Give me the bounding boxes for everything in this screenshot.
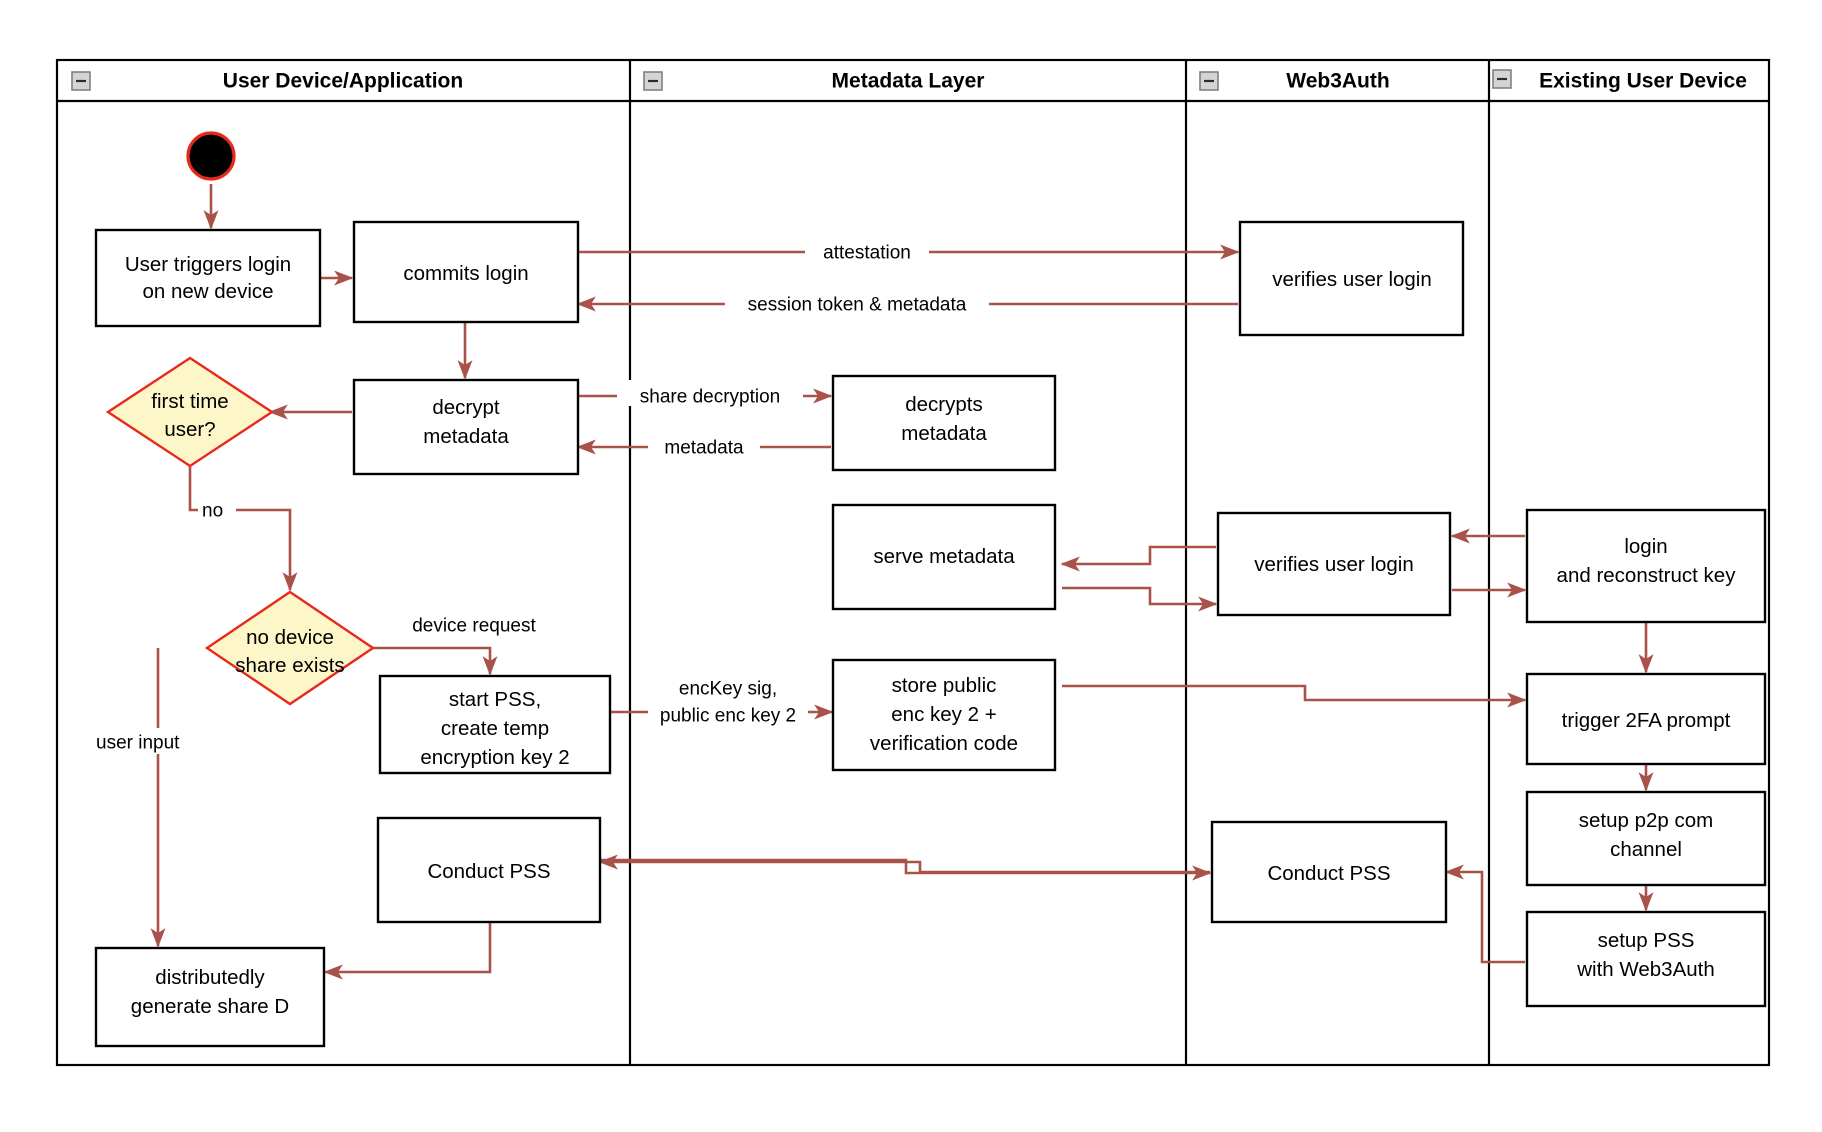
- activity-label-line: channel: [1610, 838, 1682, 861]
- minimize-icon[interactable]: [643, 71, 663, 91]
- activity-start-pss[interactable]: start PSS, create temp encryption key 2: [378, 674, 612, 775]
- activity-label-line: verifies user login: [1272, 268, 1432, 291]
- activity-store-public-enc-key[interactable]: store public enc key 2 + verification co…: [831, 658, 1057, 772]
- edge-label-device-request: device request: [412, 616, 536, 637]
- edge-label-no: no: [202, 501, 223, 522]
- lane-title-metadata: Metadata Layer: [832, 70, 985, 93]
- activity-serve-metadata[interactable]: serve metadata: [831, 503, 1057, 611]
- swimlane-frame: [55, 58, 1771, 1067]
- activity-label-line: setup p2p com: [1579, 809, 1713, 832]
- decision-no-device-share-exists[interactable]: no device share exists: [204, 590, 376, 706]
- activity-label-line: setup PSS: [1598, 929, 1695, 952]
- activity-setup-p2p-channel[interactable]: setup p2p com channel: [1525, 790, 1767, 887]
- activity-label-line: Conduct PSS: [427, 860, 550, 883]
- minimize-icon[interactable]: [71, 71, 91, 91]
- flow-verify-to-serve-metadata: [1060, 545, 1216, 572]
- decision-label-line: first time: [151, 390, 228, 413]
- activity-commits-login[interactable]: commits login: [352, 220, 580, 324]
- edge-label-session-token: session token & metadata: [748, 295, 967, 316]
- activity-label-line: Conduct PSS: [1267, 862, 1390, 885]
- edge-label-enckey-sig: encKey sig,: [679, 679, 777, 700]
- lane-title-user-device: User Device/Application: [223, 70, 463, 93]
- minimize-icon[interactable]: [1199, 71, 1219, 91]
- edge-labels: attestation session token & metadata sha…: [94, 236, 989, 754]
- activity-label-line: decrypt: [432, 396, 500, 419]
- activity-label-line: metadata: [423, 425, 509, 448]
- edge-label-attestation: attestation: [823, 243, 911, 264]
- activity-conduct-pss-user[interactable]: Conduct PSS: [376, 816, 602, 924]
- activity-verifies-user-login-1[interactable]: verifies user login: [1238, 220, 1465, 337]
- decision-label-line: share exists: [235, 654, 344, 677]
- lane-title-web3auth: Web3Auth: [1286, 70, 1389, 93]
- flow-device-request: [371, 646, 498, 676]
- activity-label-line: create temp: [441, 717, 549, 740]
- activity-label-line: store public: [892, 674, 997, 697]
- lane-header-web3auth: Web3Auth: [1199, 70, 1390, 93]
- activity-label-line: generate share D: [131, 995, 289, 1018]
- activity-label-line: and reconstruct key: [1557, 564, 1737, 587]
- edge-label-share-decryption: share decryption: [640, 387, 780, 408]
- activity-setup-pss-web3auth[interactable]: setup PSS with Web3Auth: [1525, 910, 1767, 1008]
- activity-label-line: User triggers login: [125, 253, 291, 276]
- decision-label-line: user?: [164, 418, 215, 441]
- activity-label-line: metadata: [901, 422, 987, 445]
- activity-label-line: start PSS,: [449, 688, 541, 711]
- activity-conduct-pss-web3auth[interactable]: Conduct PSS: [1210, 820, 1448, 924]
- lane-title-existing-device: Existing User Device: [1539, 70, 1747, 93]
- flow-user-to-conduct-pss: [600, 858, 1212, 881]
- initial-node[interactable]: [186, 131, 236, 181]
- activity-label-line: verifies user login: [1254, 553, 1414, 576]
- activity-label-line: encryption key 2: [420, 746, 569, 769]
- activity-login-and-reconstruct-key[interactable]: login and reconstruct key: [1525, 508, 1767, 624]
- flow-no-branch: [188, 466, 298, 592]
- edge-label-public-enc-key: public enc key 2: [660, 706, 796, 727]
- activity-verifies-user-login-2[interactable]: verifies user login: [1216, 511, 1452, 617]
- flow-serve-metadata-to-verify: [1062, 586, 1218, 612]
- flow-conduct-pss-to-generate-share: [323, 922, 492, 980]
- lane-header-existing-device: Existing User Device: [1492, 69, 1747, 93]
- decision-label-line: no device: [246, 626, 334, 649]
- lane-header-metadata: Metadata Layer: [643, 70, 985, 93]
- activity-label-line: enc key 2 +: [891, 703, 996, 726]
- edge-label-metadata: metadata: [664, 438, 744, 459]
- decision-first-time-user[interactable]: first time user?: [105, 356, 275, 468]
- activity-label-line: with Web3Auth: [1576, 958, 1715, 981]
- activity-label-line: trigger 2FA prompt: [1562, 709, 1731, 732]
- activity-label-line: distributedly: [155, 966, 265, 989]
- activity-label-line: on new device: [142, 280, 273, 303]
- activity-label-line: commits login: [403, 262, 528, 285]
- activity-trigger-2fa-prompt[interactable]: trigger 2FA prompt: [1525, 672, 1767, 766]
- edge-label-user-input: user input: [96, 733, 180, 754]
- activity-distributedly-generate-share[interactable]: distributedly generate share D: [94, 946, 326, 1048]
- activity-label-line: verification code: [870, 732, 1018, 755]
- activity-label-line: decrypts: [905, 393, 982, 416]
- flow-setup-pss-to-conduct-pss: [1444, 864, 1525, 964]
- activity-decrypt-metadata[interactable]: decrypt metadata: [352, 378, 580, 476]
- activity-decrypts-metadata[interactable]: decrypts metadata: [831, 374, 1057, 472]
- minimize-icon[interactable]: [1492, 69, 1512, 89]
- activity-label-line: login: [1624, 535, 1667, 558]
- lane-header-user-device: User Device/Application: [71, 70, 463, 93]
- activity-label-line: serve metadata: [873, 545, 1015, 568]
- flow-store-to-trigger-2fa: [1062, 684, 1527, 708]
- activity-user-triggers-login[interactable]: User triggers login on new device: [94, 228, 322, 328]
